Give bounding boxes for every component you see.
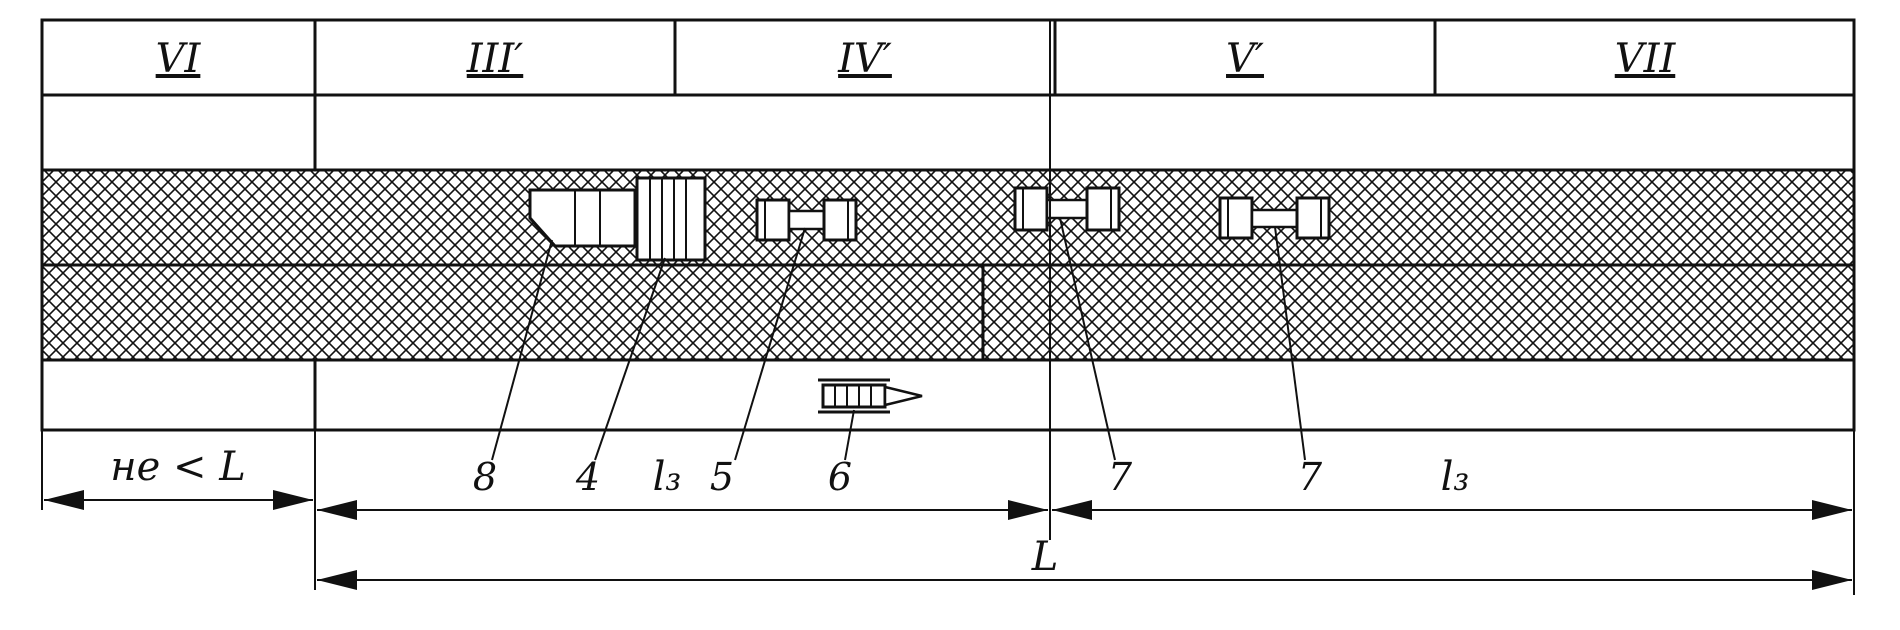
leader-8 (491, 239, 553, 461)
callout-6: 6 (828, 455, 852, 499)
dim-label-not-less-L: не < L (110, 444, 246, 490)
zone-label-iii-prime: III′ (466, 36, 523, 82)
leader-7a (1059, 217, 1116, 461)
callout-7a: 7 (1108, 455, 1133, 499)
leader-6 (844, 409, 855, 461)
unit-7a-icon (1013, 186, 1121, 232)
zone-label-v-prime: V′ (1226, 36, 1264, 82)
dim-label-l3-right: l₃ (1441, 454, 1470, 500)
unit-7b-icon (1218, 196, 1331, 240)
vehicle-6-icon (818, 378, 923, 414)
callout-8: 8 (473, 455, 497, 499)
unit-5-icon (755, 198, 858, 242)
leader-7b (1274, 226, 1306, 461)
dim-label-l3-left: l₃ (653, 454, 682, 500)
leader-5 (734, 227, 806, 461)
hatched-strip-lower (40, 263, 1856, 362)
block-4-icon (635, 176, 707, 262)
callout-5: 5 (710, 455, 734, 499)
dim-label-L: L (1031, 534, 1059, 580)
callout-4: 4 (575, 455, 600, 499)
leader-4 (594, 257, 666, 461)
hatched-strip-upper (40, 168, 1856, 267)
callout-7b: 7 (1298, 455, 1323, 499)
zone-label-iv-prime: IV′ (837, 36, 892, 82)
vehicle-8-icon (528, 188, 637, 248)
zone-label-vi: VI (156, 36, 202, 82)
zone-label-vii: VII (1615, 36, 1677, 82)
